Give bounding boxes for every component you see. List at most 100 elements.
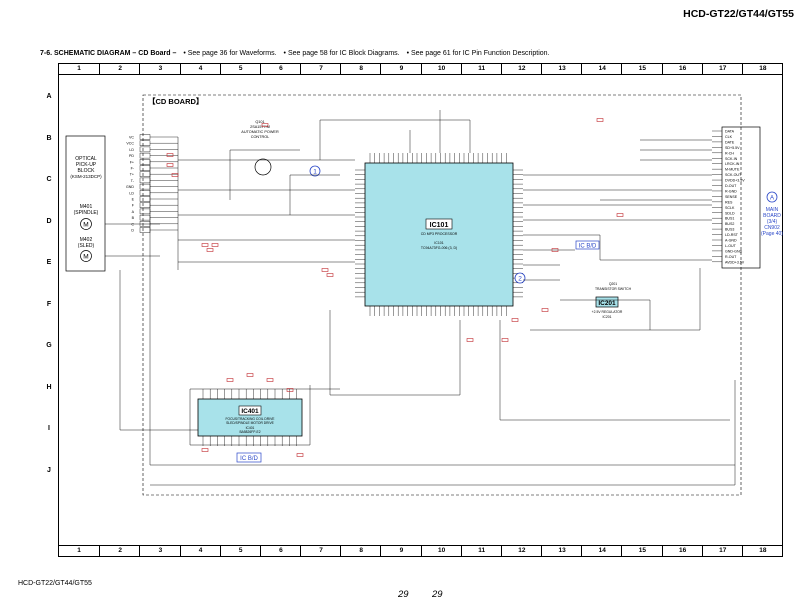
m401-motor-glyph: M (83, 222, 88, 229)
ic101-desc-3: TC94A73FG-006 (3, D) (421, 246, 457, 250)
connector-signal-label: M-MUTE (725, 168, 740, 172)
pickup-pin-label: D (131, 229, 134, 233)
row-label: A (46, 93, 52, 100)
m402-sub: (SLED) (78, 243, 95, 249)
ic101-pins (355, 153, 523, 316)
main-board-line-5: (Page 40) (761, 231, 783, 237)
component-mark (321, 268, 329, 272)
pickup-line-1: OPTICAL (75, 156, 97, 162)
component-mark (261, 123, 269, 127)
component-mark (171, 173, 179, 177)
connector-signal-label: BUS2 (725, 222, 734, 226)
column-label-bottom: 7 (300, 546, 341, 556)
column-label-bottom: 16 (661, 546, 703, 556)
connector-signal-label: SCK-OUT (725, 173, 742, 177)
row-label: H (46, 383, 52, 391)
column-label-top: 8 (340, 64, 381, 74)
column-label-bottom: 12 (500, 546, 542, 556)
column-label-top: 10 (420, 64, 462, 74)
row-label: F (46, 300, 52, 308)
pickup-line-2: PICK-UP (76, 162, 97, 168)
row-label: G (46, 342, 52, 349)
q101-line-2: 2SA1577/M (250, 125, 270, 129)
connector-signal-label: L-OUT (725, 244, 737, 248)
ic201-desc-2: IC201 (602, 315, 611, 319)
component-mark (296, 453, 304, 457)
m401-label: M401 (80, 204, 93, 210)
connector-signal-label: SCK-IN (725, 157, 738, 161)
q201-desc: TRANSISTOR SWITCH (595, 287, 632, 291)
column-label-bottom: 6 (259, 546, 301, 556)
m402-motor-icon (80, 250, 92, 262)
main-board-line-1: MAIN (766, 207, 779, 213)
m401-motor-icon (80, 218, 92, 230)
main-board-line-4: CN902 (764, 225, 780, 231)
connector-signal-label: R-GND (725, 189, 737, 193)
connector-signal-label: CLK (725, 135, 733, 139)
pickup-pin-label: T+ (130, 173, 134, 177)
connector-signal-label: DATE (725, 140, 735, 144)
cd-board-title: 【CD BOARD】 (148, 96, 203, 106)
pickup-pin-box (139, 202, 151, 208)
column-label-top: 9 (380, 64, 421, 74)
column-label-top: 11 (460, 64, 502, 74)
page-number-right: 29 (432, 589, 443, 600)
footer-model: HCD-GT22/GT44/GT55 (18, 580, 92, 587)
component-mark (596, 118, 604, 122)
main-board-line-3: (3/4) (767, 219, 778, 225)
column-label-top: 2 (99, 64, 140, 74)
connector-signal-label: LRCK-IN (725, 162, 740, 166)
ic-bd-tag-upper-text: IC B/D (579, 244, 597, 250)
pickup-pin-label: C (131, 222, 134, 226)
ic101-desc-2: IC101 (434, 241, 443, 245)
main-connector-box (721, 126, 761, 269)
pickup-line-3: BLOCK (78, 168, 96, 174)
ic101-desc-1: CD MP3 PROCESSOR (421, 232, 458, 236)
connector-signal-label: LD-RST (725, 233, 739, 237)
connector-signal-label: GND-GND (725, 249, 743, 253)
connector-signal-label: SENSE (725, 195, 738, 199)
component-mark (201, 448, 209, 452)
ic401-body (197, 398, 303, 437)
component-mark (501, 338, 509, 342)
ic401-pins (202, 389, 297, 446)
ic401-label-box (238, 405, 262, 416)
column-label-top: 16 (661, 64, 703, 74)
ic401-desc-3: IC401 (246, 426, 255, 430)
pickup-pin-label: F (132, 204, 135, 208)
note-waveforms: • See page 36 for Waveforms. (183, 50, 277, 57)
connector-signal-list: DATACLKDATESD+5.5VR-CHSCK-INLRCK-INM-MUT… (712, 130, 745, 264)
ic101-body (364, 162, 514, 307)
ic-bd-tag-lower (236, 452, 262, 463)
ic-bd-tag-upper (575, 240, 600, 250)
column-label-bottom: 9 (380, 546, 421, 556)
ic401-desc-2: SLED/SPINDLE MOTOR DRIVE (226, 421, 275, 425)
component-mark (211, 243, 219, 247)
heading-title: 7-6. SCHEMATIC DIAGRAM – CD Board – (40, 50, 177, 57)
pickup-pin-label: A (132, 210, 135, 214)
component-mark (266, 378, 274, 382)
pickup-pin-box (139, 146, 151, 153)
main-board-circle (766, 191, 778, 203)
component-mark (286, 388, 294, 392)
schematic-heading: 7-6. SCHEMATIC DIAGRAM – CD Board – • Se… (40, 50, 549, 57)
column-label-bottom: 3 (139, 546, 180, 556)
column-label-bottom: 13 (541, 546, 582, 556)
row-label: E (46, 259, 52, 266)
pickup-pin-box (139, 134, 151, 140)
m402-motor-glyph: M (83, 254, 88, 261)
column-label-top: 1 (77, 65, 81, 72)
connector-signal-label: DATA (725, 130, 735, 134)
pickup-pin-box (139, 177, 151, 184)
q101-line-4: CONTROL (251, 135, 270, 139)
q201-label: Q201 (609, 282, 617, 286)
pickup-line-4: (KSM-213DCP) (70, 174, 102, 179)
q101-line-3: AUTOMATIC POWER (241, 130, 279, 134)
component-mark (511, 318, 519, 322)
component-mark (541, 308, 549, 312)
cd-board-boundary (142, 94, 742, 496)
connector-signal-label: DVDD+3.5V (725, 179, 745, 183)
connector-signal-label: RES (725, 200, 733, 204)
connector-signal-label: A-GND (725, 239, 737, 243)
